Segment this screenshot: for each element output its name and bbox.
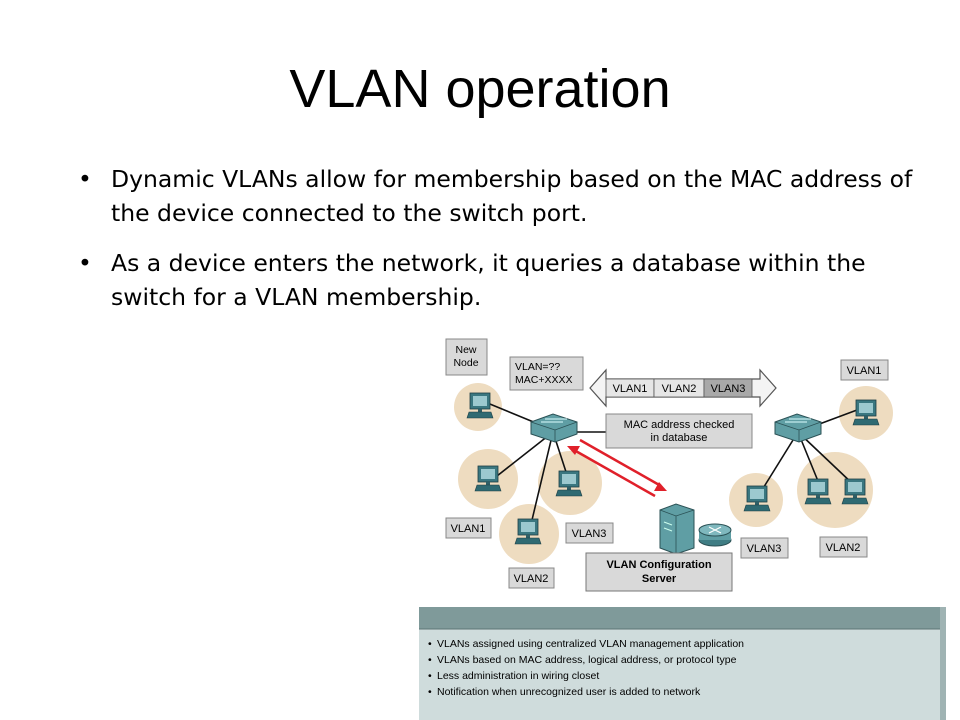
new-node-line: Node <box>453 357 478 369</box>
pc-icon <box>852 399 880 426</box>
info-bullet-item: Less administration in wiring closet <box>428 668 744 684</box>
pc-icon <box>514 518 542 545</box>
vlan-label-right-2: VLAN2 <box>819 536 868 558</box>
right-switch-icon <box>774 413 822 443</box>
query-line: VLAN=?? <box>515 361 560 373</box>
info-bullet-item: VLANs based on MAC address, logical addr… <box>428 652 744 668</box>
bullet-item: As a device enters the network, it queri… <box>78 246 928 314</box>
vlan-label-left-3: VLAN3 <box>565 522 614 544</box>
svg-text:VLAN=??MAC+XXXX: VLAN=??MAC+XXXX <box>515 361 572 386</box>
server-icon <box>659 503 695 555</box>
svg-text:VLAN1: VLAN1 <box>451 523 486 535</box>
pc-icon <box>804 478 832 505</box>
svg-text:VLAN1: VLAN1 <box>847 365 882 377</box>
svg-text:VLAN3: VLAN3 <box>747 543 782 555</box>
vlan-label-right-1: VLAN1 <box>840 359 889 381</box>
svg-text:VLAN2: VLAN2 <box>514 573 549 585</box>
new-node-pc-icon <box>466 392 494 419</box>
left-switch-icon <box>530 413 578 443</box>
vlan-tab-label: VLAN3 <box>711 383 746 395</box>
bullet-item: Dynamic VLANs allow for membership based… <box>78 162 928 230</box>
mac-check-line: MAC address checked <box>624 419 735 431</box>
router-icon <box>698 523 732 547</box>
vlan-label-right-3: VLAN3 <box>740 537 789 559</box>
pc-icon <box>743 485 771 512</box>
slide-title: VLAN operation <box>289 59 671 119</box>
vlan-tab-label: VLAN2 <box>662 383 697 395</box>
query-arrows <box>567 438 667 498</box>
svg-text:VLAN2: VLAN2 <box>826 542 861 554</box>
vlan-label-left-2: VLAN2 <box>508 567 555 589</box>
info-bullet-list: VLANs assigned using centralized VLAN ma… <box>428 636 744 700</box>
info-bullet-item: Notification when unrecognized user is a… <box>428 684 744 700</box>
vlan-tab-label: VLAN1 <box>613 383 648 395</box>
query-label: VLAN=??MAC+XXXX <box>509 356 584 391</box>
bullet-list: Dynamic VLANs allow for membership based… <box>78 162 928 330</box>
query-line: MAC+XXXX <box>515 374 572 386</box>
vlan-label-left-1: VLAN1 <box>445 517 492 539</box>
pc-icon <box>555 470 583 497</box>
server-line: VLAN Configuration <box>606 559 711 571</box>
new-node-line: New <box>455 344 476 356</box>
vlan-database-bar: VLAN1 VLAN2 VLAN3 <box>589 368 777 408</box>
pc-icon <box>474 465 502 492</box>
server-line: Server <box>642 573 677 585</box>
pc-icon <box>841 478 869 505</box>
info-bullet-item: VLANs assigned using centralized VLAN ma… <box>428 636 744 652</box>
svg-text:VLAN3: VLAN3 <box>572 528 607 540</box>
mac-check-line: in database <box>651 432 708 444</box>
